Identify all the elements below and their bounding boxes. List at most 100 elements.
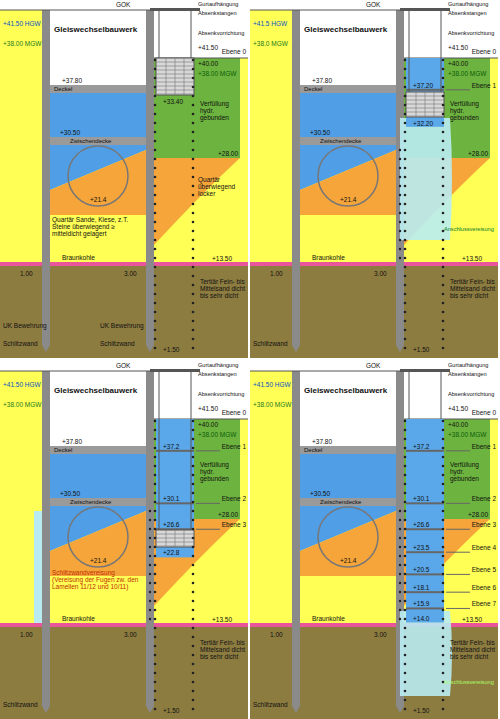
freeze-pipe-dot xyxy=(154,663,157,666)
diaphragm-wall xyxy=(146,371,154,706)
annotation-label: Braunkohle xyxy=(62,254,95,261)
freeze-pipe-dot xyxy=(404,257,407,260)
tertiary-soil xyxy=(250,266,498,358)
freeze-pipe-dot xyxy=(154,582,157,585)
lowering-rod xyxy=(191,372,192,530)
freeze-pipe-dot xyxy=(154,492,157,495)
intermediate-slab xyxy=(50,498,146,506)
freeze-pipe-dot xyxy=(154,510,157,513)
wall-tip xyxy=(292,345,300,352)
freeze-pipe-dot xyxy=(154,474,157,477)
freeze-pipe-dot xyxy=(154,420,157,423)
freeze-pipe-dot xyxy=(154,302,157,305)
lowering-rod xyxy=(441,11,442,92)
annotation-label: +1.50 xyxy=(413,707,429,714)
background xyxy=(0,0,248,358)
freeze-pipe-dot xyxy=(192,113,195,116)
freeze-pipe-dot xyxy=(442,663,445,666)
annotation-label: +38.00 MGW xyxy=(198,431,236,438)
freeze-pipe-dot xyxy=(154,519,157,522)
tunnel-outline xyxy=(318,146,378,206)
frame-post xyxy=(434,92,435,117)
freeze-pipe-dot xyxy=(192,86,195,89)
freeze-pipe-dot xyxy=(442,654,445,657)
annotation-label: GOK xyxy=(366,1,380,8)
freeze-pipe-dot xyxy=(442,257,445,260)
level-line xyxy=(446,450,470,451)
freeze-pipe-dot xyxy=(154,573,157,576)
annotation-label: Ebene 0 xyxy=(222,48,246,55)
freeze-pipe-dot xyxy=(404,113,407,116)
freeze-pipe-dot xyxy=(154,338,157,341)
annotation-label: +40.00 xyxy=(448,421,468,428)
freeze-pipe-dot xyxy=(404,194,407,197)
annotation-label: +41.50 HGW xyxy=(3,381,41,388)
freeze-pipe-dot xyxy=(154,690,157,693)
quaternary-soil xyxy=(250,371,498,627)
annotation-label: UK Bewehrung xyxy=(100,322,144,329)
freeze-pipe-dot xyxy=(442,447,445,450)
annotation-label: Deckel xyxy=(304,447,322,454)
annotation-label: +22.8 xyxy=(163,549,179,556)
annotation-label: 3.00 xyxy=(374,270,387,277)
freeze-pipe-dot xyxy=(442,546,445,549)
level-line xyxy=(446,503,470,504)
freeze-pipe-dot xyxy=(404,483,407,486)
freeze-pipe-dot xyxy=(192,257,195,260)
freeze-pipe-dot xyxy=(399,537,401,539)
freeze-pipe-dot xyxy=(442,708,445,711)
annotation-label: Ebene 3 xyxy=(472,521,496,528)
annotation-label: +38.00 MGW xyxy=(198,70,236,77)
annotation-label: Deckel xyxy=(54,447,72,454)
freeze-pipe-dot xyxy=(149,591,151,593)
freeze-pipe-dot xyxy=(154,645,157,648)
annotation-label: Schlitzwand xyxy=(253,701,288,708)
section-panel xyxy=(250,361,498,719)
freeze-pipe-dot xyxy=(399,564,401,566)
annotation-label: Ebene 4 xyxy=(472,544,496,551)
annotation-label: GOK xyxy=(116,1,130,8)
annotation-label: Schlitzwand xyxy=(3,340,38,347)
freeze-pipe-dot xyxy=(154,59,157,62)
annotation-label: 1.00 xyxy=(270,631,283,638)
freeze-pipe-dot xyxy=(192,275,195,278)
annotation-label: Schlitzwandvereisung (Vereisung der Fuge… xyxy=(52,569,144,590)
diaphragm-wall xyxy=(42,371,50,706)
tertiary-soil xyxy=(0,627,248,719)
freeze-pipe-dot xyxy=(154,167,157,170)
level-bar xyxy=(156,450,194,452)
annotation-label: Deckel xyxy=(54,86,72,93)
annotation-label: 3.00 xyxy=(374,631,387,638)
level-line xyxy=(446,89,470,90)
freeze-pipe-dot xyxy=(149,609,151,611)
annotation-label: Absenkstangen xyxy=(198,10,237,16)
freeze-pipe-dot xyxy=(442,194,445,197)
freeze-pipe-dot xyxy=(154,68,157,71)
annotation-label: +41.50 HGW xyxy=(3,20,41,27)
annotation-label: +13.50 xyxy=(462,255,482,262)
freeze-pipe-dot xyxy=(404,564,407,567)
annotation-label: +30.50 xyxy=(60,129,80,136)
freeze-pipe-dot xyxy=(154,176,157,179)
annotation-label: Absenkvorrichtung xyxy=(448,30,494,36)
freeze-pipe-dot xyxy=(404,203,407,206)
freeze-pipe-dot xyxy=(404,645,407,648)
annotation-label: 3.00 xyxy=(124,631,137,638)
freeze-pipe-dot xyxy=(192,663,195,666)
annotation-label: +28.00 xyxy=(468,150,488,157)
freeze-pipe-dot xyxy=(192,555,195,558)
annotation-label: Gleiswechselbauwerk xyxy=(54,26,137,35)
tunnel-outline xyxy=(68,146,128,206)
freeze-pipe-dot xyxy=(404,284,407,287)
freeze-pipe-dot xyxy=(399,555,401,557)
annotation-label: Gurtaufhängung xyxy=(448,362,488,368)
freeze-pipe-dot xyxy=(192,248,195,251)
annotation-label: +26.6 xyxy=(413,521,429,528)
diaphragm-wall xyxy=(292,10,300,345)
freeze-pipe-dot xyxy=(192,230,195,233)
freeze-pipe-dot xyxy=(442,338,445,341)
freeze-pipe-dot xyxy=(192,474,195,477)
freeze-pipe-dot xyxy=(404,131,407,134)
freeze-pipe-dot xyxy=(192,429,195,432)
annotation-label: Quartär überwiegend locker xyxy=(198,176,246,197)
